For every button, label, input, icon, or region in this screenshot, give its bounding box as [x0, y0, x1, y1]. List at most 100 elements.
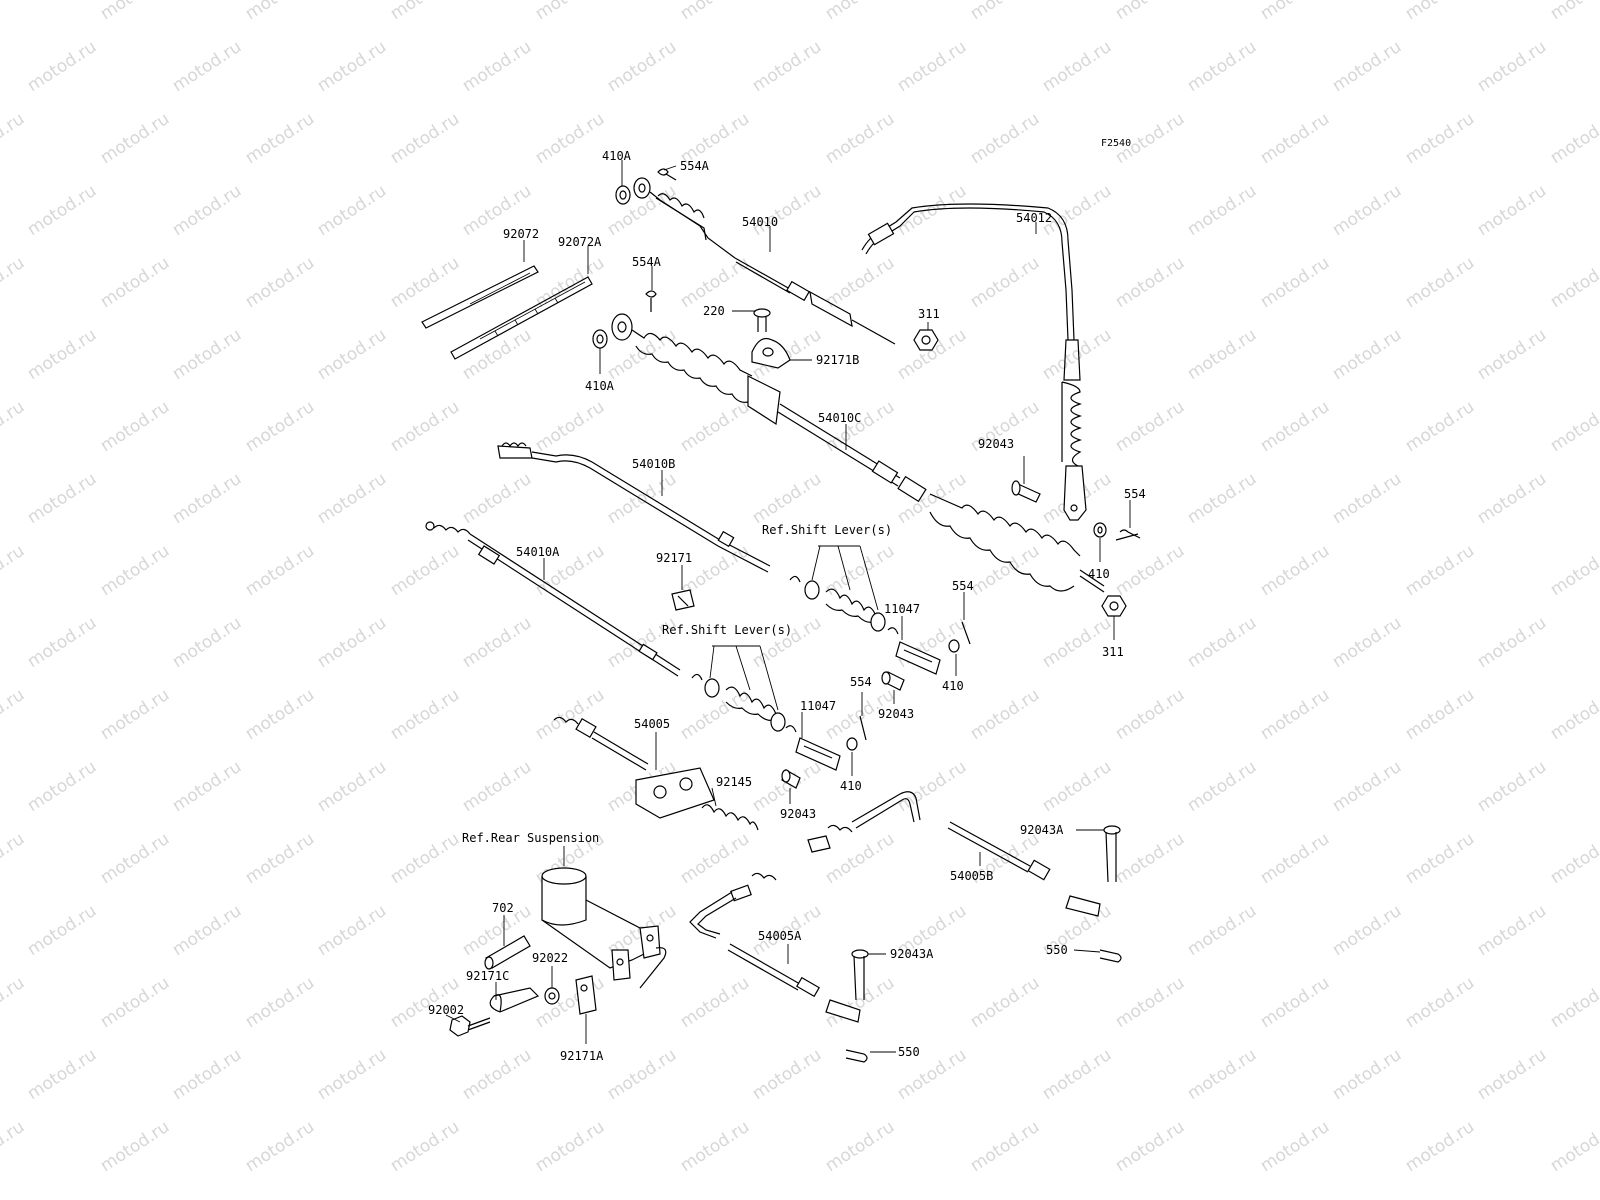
watermark-text: motod.ru: [532, 685, 608, 744]
watermark-text: motod.ru: [532, 109, 608, 168]
part-550-pin-low: [845, 1049, 868, 1063]
part-92072-tie-band: [421, 265, 539, 329]
watermark-text: motod.ru: [1474, 757, 1550, 816]
watermark-text: motod.ru: [97, 829, 173, 888]
watermark-text: motod.ru: [677, 973, 753, 1032]
label-92043-low: 92043: [780, 807, 816, 821]
part-54005-cable-bracket: [553, 716, 715, 819]
reference-shift-lever-top: Ref.Shift Lever(s): [762, 523, 892, 537]
watermark-text: motod.ru: [1184, 901, 1260, 960]
watermark-text: motod.ru: [1474, 1045, 1550, 1104]
watermark-text: motod.ru: [1474, 469, 1550, 528]
label-54012: 54012: [1016, 211, 1052, 225]
watermark-text: motod.ru: [1112, 973, 1188, 1032]
watermark-text: motod.ru: [169, 37, 245, 96]
watermark-text: motod.ru: [1112, 1117, 1188, 1176]
part-92171B-clamp: [751, 337, 791, 369]
watermark-text: motod.ru: [822, 109, 898, 168]
part-220-bolt: [753, 308, 771, 332]
watermark-text: motod.ru: [24, 37, 100, 96]
watermark-text: motod.ru: [24, 901, 100, 960]
watermark-text: motod.ru: [677, 1117, 753, 1176]
watermark-text: motod.ru: [242, 829, 318, 888]
part-number-labels: F2540 410A 554A 54010 54012 92072 92072A…: [428, 138, 1146, 1063]
watermark-text: motod.ru: [0, 1117, 28, 1176]
watermark-text: motod.ru: [387, 685, 463, 744]
watermark-text: motod.ru: [0, 397, 28, 456]
watermark-text: motod.ru: [459, 1045, 535, 1104]
watermark-text: motod.ru: [0, 973, 28, 1032]
watermark-text: motod.ru: [1474, 901, 1550, 960]
watermark-text: motod.ru: [169, 901, 245, 960]
watermark-text: motod.ru: [24, 1045, 100, 1104]
part-54010A-cable: [425, 521, 681, 677]
watermark-text: motod.ru: [1257, 253, 1333, 312]
watermark-text: motod.ru: [24, 613, 100, 672]
label-554-mid: 554: [952, 579, 974, 593]
watermark-text: motod.ru: [314, 901, 390, 960]
watermark-text: motod.ru: [387, 397, 463, 456]
watermark-text: motod.ru: [1329, 901, 1405, 960]
part-54010-cable: [633, 177, 896, 345]
watermark-text: motod.ru: [749, 469, 825, 528]
watermark-text: motod.ru: [1329, 1045, 1405, 1104]
figure-code: F2540: [1101, 138, 1131, 149]
label-92171C: 92171C: [466, 969, 509, 983]
watermark-text: motod.ru: [314, 613, 390, 672]
watermark-text: motod.ru: [1329, 37, 1405, 96]
watermark-text: motod.ru: [169, 181, 245, 240]
part-92145-spring: [701, 804, 759, 831]
watermark-text: motod.ru: [1184, 757, 1260, 816]
label-54010C: 54010C: [818, 411, 861, 425]
part-92171A-clamp: [575, 975, 597, 1015]
watermark-text: motod.ru: [1402, 541, 1478, 600]
watermark-text: motod.ru: [314, 757, 390, 816]
watermark-text: motod.ru: [894, 37, 970, 96]
watermark-text: motod.ru: [1329, 181, 1405, 240]
watermark-text: motod.ru: [1039, 1045, 1115, 1104]
watermark-text: motod.ru: [1039, 613, 1115, 672]
watermark-text: motod.ru: [749, 1045, 825, 1104]
watermark-text: motod.ru: [604, 1045, 680, 1104]
watermark-text: motod.ru: [314, 1045, 390, 1104]
watermark-text: motod.ru: [169, 613, 245, 672]
watermark-text: motod.ru: [604, 469, 680, 528]
label-410-mid: 410: [942, 679, 964, 693]
label-92145: 92145: [716, 775, 752, 789]
watermark-text: motod.ru: [1184, 181, 1260, 240]
label-92072: 92072: [503, 227, 539, 241]
watermark-text: motod.ru: [1402, 829, 1478, 888]
part-554A-pin-top: [657, 168, 677, 181]
label-92043A-right: 92043A: [1020, 823, 1064, 837]
part-92043-pin-right: [1011, 480, 1041, 503]
watermark-text: motod.ru: [0, 685, 28, 744]
watermark-text: motod.ru: [967, 253, 1043, 312]
label-92072A: 92072A: [558, 235, 602, 249]
part-92171-clip: [671, 589, 695, 611]
part-drawings: [421, 168, 1141, 1063]
label-54005B: 54005B: [950, 869, 993, 883]
watermark-text: motod.ru: [1257, 541, 1333, 600]
watermark-text: motod.ru: [169, 1045, 245, 1104]
watermark-text: motod.ru: [242, 0, 318, 24]
watermark-text: motod.ru: [1257, 0, 1333, 24]
part-11047-link-top: [895, 621, 971, 675]
watermark-text: motod.ru: [97, 973, 173, 1032]
watermark-text: motod.ru: [24, 757, 100, 816]
label-410A-top: 410A: [602, 149, 632, 163]
label-410A-mid: 410A: [585, 379, 615, 393]
watermark-text: motod.ru: [677, 0, 753, 24]
label-92002: 92002: [428, 1003, 464, 1017]
watermark-text: motod.ru: [1402, 0, 1478, 24]
watermark-text: motod.ru: [967, 1117, 1043, 1176]
part-54005B-cable: [807, 791, 1101, 917]
watermark-text: motod.ru: [1184, 1045, 1260, 1104]
watermark-text: motod.ru: [459, 469, 535, 528]
label-554A-top: 554A: [680, 159, 710, 173]
label-92171A: 92171A: [560, 1049, 604, 1063]
watermark-text: motod.ru: [967, 0, 1043, 24]
watermark-text: motod.ru: [1112, 541, 1188, 600]
label-54010: 54010: [742, 215, 778, 229]
part-92043-pin-low: [781, 769, 801, 789]
watermark-text: motod.ru: [967, 685, 1043, 744]
